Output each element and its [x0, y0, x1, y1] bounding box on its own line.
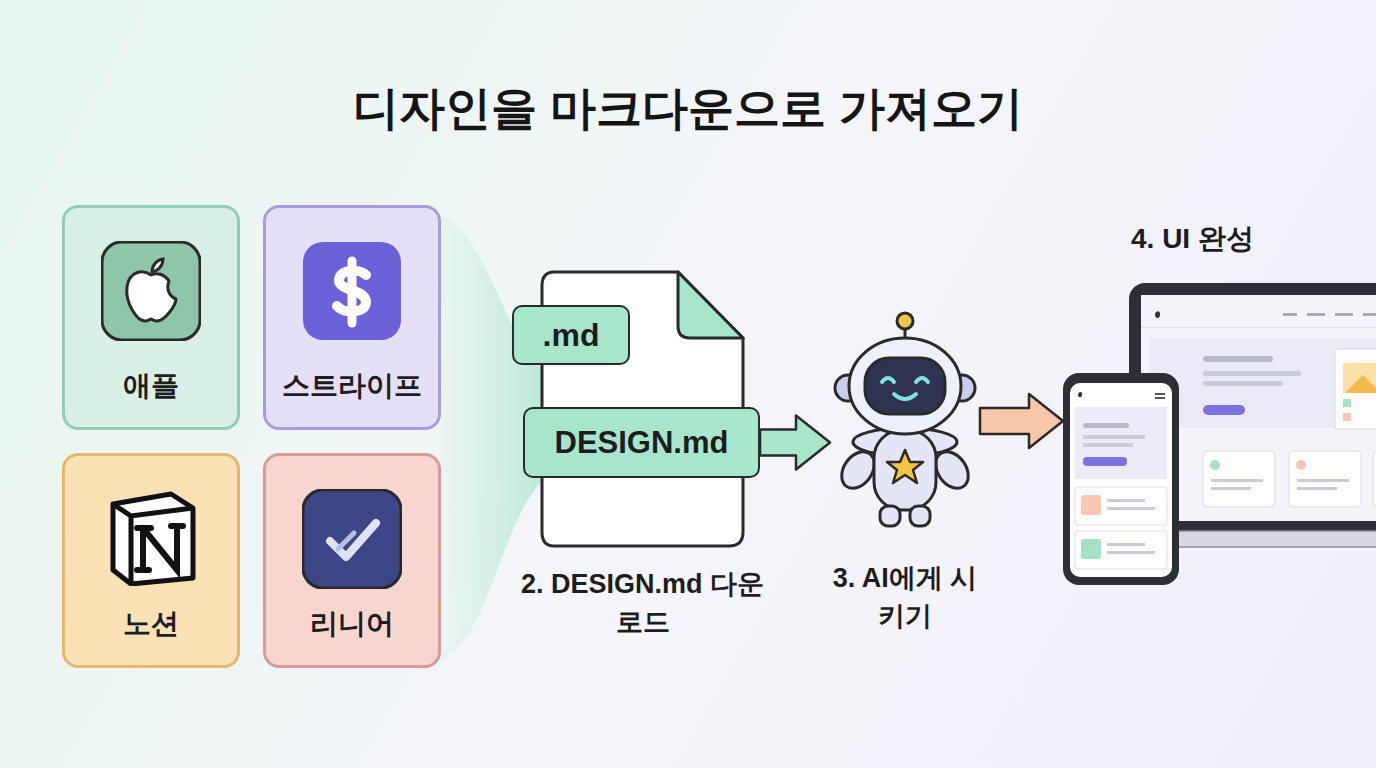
- brand-icon: [101, 241, 201, 341]
- ai-robot: 3. AI에게 시키기: [830, 310, 980, 650]
- brand-tile: 스트라이프: [263, 205, 441, 430]
- document-file: 2. DESIGN.md 다운로드.mdDESIGN.md: [540, 270, 745, 548]
- node-label: .md: [543, 317, 600, 354]
- node-label: 노션: [65, 605, 237, 643]
- brand-icon: [101, 486, 201, 586]
- ai-robot-art: [830, 310, 980, 532]
- node-label: 2. DESIGN.md 다운로드: [510, 566, 775, 642]
- node-label: 4. UI 완성: [1131, 220, 1254, 258]
- flow-arrow: [980, 394, 1063, 448]
- flow-arrow: [760, 416, 830, 470]
- brand-tile: 노션: [62, 453, 240, 668]
- brand-tile: 애플: [62, 205, 240, 430]
- node-label: DESIGN.md: [555, 425, 729, 461]
- device-mockup-art: [1063, 283, 1376, 588]
- device-mockup: 4. UI 완성: [1063, 220, 1376, 590]
- brand-icon: [302, 241, 402, 341]
- brand-icon: [302, 489, 402, 589]
- brand-tile: 리니어: [263, 453, 441, 668]
- title: 디자인을 마크다운으로 가져오기: [0, 78, 1376, 140]
- node-label: 리니어: [266, 605, 438, 643]
- node-label: 스트라이프: [266, 367, 438, 405]
- node-label: 3. AI에게 시키기: [820, 560, 990, 636]
- file-banner: DESIGN.md: [523, 407, 760, 478]
- node-label: 애플: [65, 367, 237, 405]
- file-tag: .md: [512, 305, 630, 365]
